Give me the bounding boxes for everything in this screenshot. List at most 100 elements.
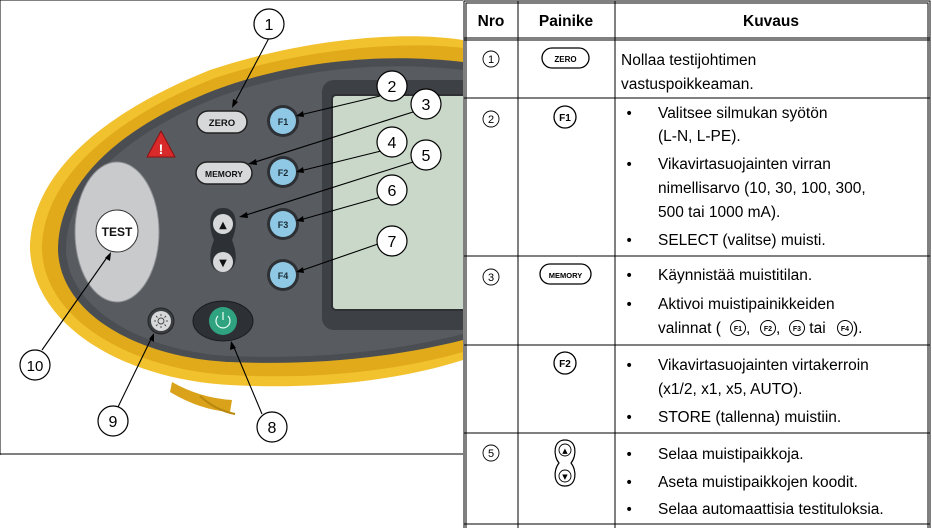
description-line: Aseta muistipaikkojen koodit.: [658, 474, 858, 491]
f4-button-label: F4: [278, 271, 289, 281]
callout-arrowheads: [105, 99, 304, 350]
row-number-badge: 5: [482, 444, 500, 462]
svg-text:5: 5: [488, 448, 494, 460]
svg-text:1: 1: [488, 54, 494, 66]
power-icon: [215, 312, 231, 329]
svg-text:F1: F1: [559, 113, 571, 124]
svg-text:6: 6: [388, 183, 397, 200]
scroll-rocker[interactable]: ▲ ▼: [210, 208, 236, 272]
callout-9: 9: [97, 405, 129, 437]
bullet-icon: •: [625, 447, 633, 463]
row-number-badge: 2: [482, 110, 500, 128]
svg-text:F1: F1: [734, 326, 742, 333]
svg-text:F2: F2: [764, 326, 772, 333]
svg-text:9: 9: [109, 414, 118, 431]
scroll-up-icon: ▲: [219, 220, 227, 231]
bullet-icon: •: [625, 297, 633, 313]
callout-1: 1: [253, 8, 285, 40]
f4-button[interactable]: F4: [267, 259, 299, 291]
callout-leaders: [41, 37, 414, 415]
f3-button-label: F3: [278, 220, 289, 230]
memory-key-icon: MEMORY: [539, 263, 592, 285]
header-nro: Nro: [478, 13, 505, 30]
f2-button-label: F2: [278, 168, 289, 178]
description-line: Vikavirtasuojainten virtakerroin: [658, 357, 869, 374]
separator-text: tai: [805, 320, 830, 337]
button-table: Nro Painike Kuvaus 1 ZERO Nollaa testijo…: [463, 0, 931, 528]
bullet-icon: •: [625, 157, 633, 173]
f1-key-icon: F1: [553, 105, 577, 129]
bullet-icon: •: [625, 268, 633, 284]
sun-icon: [154, 314, 168, 328]
f1-button-label: F1: [278, 117, 289, 127]
description-line: vastuspoikkeaman.: [621, 76, 754, 93]
warning-icon: !: [146, 130, 176, 158]
separator-text: ).: [853, 320, 862, 337]
table-row: 2 F1 • Valitsee silmukan syötön (L-N, L-…: [482, 105, 866, 249]
power-button[interactable]: [192, 300, 254, 342]
callout-6: 6: [376, 174, 408, 206]
zero-button[interactable]: ZERO: [196, 110, 248, 134]
scroll-up-mini-icon: ▲: [562, 447, 568, 455]
bullet-icon: •: [625, 475, 633, 491]
svg-text:10: 10: [27, 358, 44, 375]
svg-text:5: 5: [422, 148, 431, 165]
svg-text:2: 2: [388, 79, 397, 96]
description-line: 500 tai 1000 mA).: [658, 204, 780, 221]
callout-8: 8: [256, 411, 288, 443]
f1-button[interactable]: F1: [267, 105, 299, 137]
separator-text: ,: [746, 320, 755, 337]
description-line: nimellisarvo (10, 30, 100, 300,: [658, 180, 866, 197]
svg-text:F2: F2: [559, 359, 571, 370]
backlight-button[interactable]: [147, 307, 175, 335]
bullet-icon: •: [625, 106, 633, 122]
description-line: Nollaa testijohtimen: [621, 52, 756, 69]
description-line: (x1/2, x1, x5, AUTO).: [658, 381, 802, 398]
test-button-label: TEST: [102, 225, 133, 239]
bullet-icon: •: [625, 358, 633, 374]
description-line: (L-N, L-PE).: [658, 128, 741, 145]
separator-text: ,: [776, 320, 785, 337]
bullet-icon: •: [625, 410, 633, 426]
callout-4: 4: [376, 126, 408, 158]
svg-text:F3: F3: [793, 326, 801, 333]
description-line: valinnat (: [658, 320, 722, 337]
table-row: 3 MEMORY • Käynnistää muistitilan. • Akt…: [482, 263, 862, 337]
bullet-icon: •: [625, 233, 633, 249]
table-row: 5 ▲ ▼ • Selaa muistipaikkoja. • Aseta mu…: [482, 439, 884, 518]
memory-button[interactable]: MEMORY: [195, 161, 253, 185]
header-painike: Painike: [539, 13, 594, 30]
table-row: 1 ZERO Nollaa testijohtimen vastuspoikke…: [482, 47, 756, 93]
f1-mini-icon: F1: [730, 320, 746, 336]
description-line: Käynnistää muistitilan.: [658, 267, 812, 284]
svg-text:ZERO: ZERO: [554, 55, 576, 64]
description-line: Aktivoi muistipainikkeiden: [658, 296, 835, 313]
row-number-badge: 3: [482, 268, 500, 286]
svg-text:7: 7: [388, 234, 397, 251]
bullet-icon: •: [625, 502, 633, 518]
callout-5: 5: [410, 139, 442, 171]
table-row: F2 • Vikavirtasuojainten virtakerroin (x…: [553, 351, 869, 426]
f3-mini-icon: F3: [789, 320, 805, 336]
scroll-down-mini-icon: ▼: [562, 473, 568, 481]
test-button[interactable]: TEST: [74, 161, 160, 303]
f4-mini-icon: F4: [837, 320, 853, 336]
svg-text:2: 2: [488, 114, 494, 126]
description-line: Selaa automaattisia testituloksia.: [658, 501, 884, 518]
scroll-key-icon: ▲ ▼: [554, 439, 576, 487]
description-line: STORE (tallenna) muistiin.: [658, 409, 841, 426]
svg-text:4: 4: [388, 135, 397, 152]
f3-button[interactable]: F3: [267, 208, 299, 240]
callout-10: 10: [19, 349, 51, 381]
header-kuvaus: Kuvaus: [743, 13, 799, 30]
svg-text:3: 3: [488, 272, 494, 284]
f2-button[interactable]: F2: [267, 156, 299, 188]
description-line: Vikavirtasuojainten virran: [658, 156, 831, 173]
f2-mini-icon: F2: [760, 320, 776, 336]
description-line: SELECT (valitse) muisti.: [658, 232, 826, 249]
scroll-down-icon: ▼: [219, 258, 227, 269]
row-number-badge: 1: [482, 50, 500, 68]
callout-2: 2: [376, 70, 408, 102]
zero-key-icon: ZERO: [541, 47, 590, 69]
svg-text:8: 8: [268, 420, 277, 437]
